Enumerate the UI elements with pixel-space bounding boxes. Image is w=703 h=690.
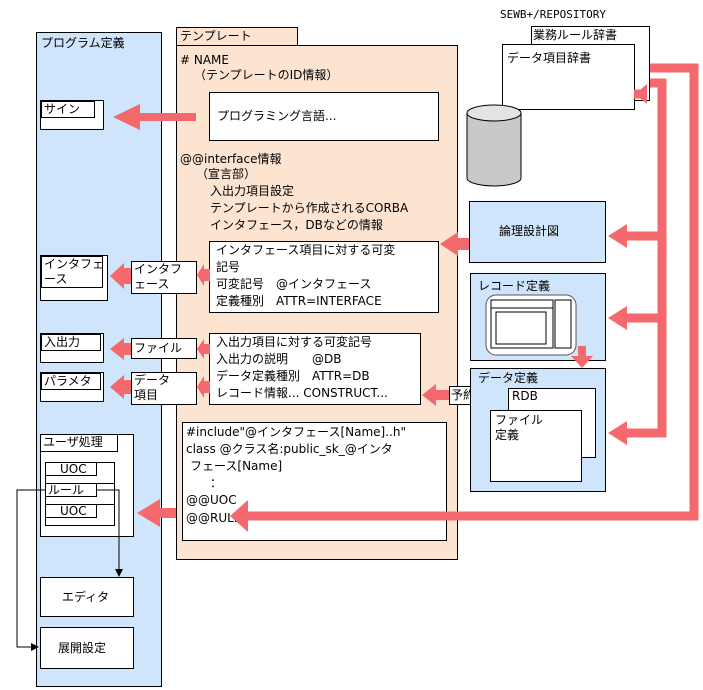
data-item-dict-box [502, 44, 635, 110]
file-def-box [490, 410, 582, 482]
rdb-label: RDB [512, 389, 538, 403]
deploy-box [40, 627, 134, 669]
arrow-interface-mid [110, 263, 131, 289]
param-item: パラメタ [40, 372, 104, 402]
arrow-data-item-mid [110, 375, 131, 399]
arrow-record-to-data [571, 346, 593, 368]
arrow-to-user-process [137, 499, 176, 527]
file-def-label-l2: 定義 [495, 428, 520, 442]
io-var-box [209, 333, 421, 405]
interface-var-line1: インタフェース項目に対する可変 [216, 243, 396, 257]
template-name-line1: # NAME [180, 53, 229, 67]
interface-mid-label [131, 261, 197, 294]
interface-info-line1: @@interface情報 [180, 152, 282, 166]
rule-label: ルール [48, 483, 85, 497]
arrow-into-data-def [608, 421, 627, 445]
code-line1: #include"@インタフェース[Name]..h" [186, 425, 406, 439]
interface-var-line2: 記号 [216, 260, 241, 274]
interface-info-line4: テンプレートから作成されるCORBA [210, 201, 409, 215]
interface-info-line3: 入出力項目設定 [210, 184, 295, 198]
arrow-to-interface-label [197, 264, 210, 286]
uoc1-label: UOC [60, 462, 87, 476]
user-process-tab [40, 434, 118, 452]
editor-label: エディタ [62, 590, 110, 604]
language-box-text: プログラミング言語... [217, 109, 337, 123]
arrow-to-file-label [197, 339, 210, 359]
arrow-data-dict [635, 84, 647, 104]
io-var-line2: 入出力の説明 @DB [216, 352, 342, 366]
interface-var-line3: 可変記号 @インタフェース [216, 277, 372, 291]
red-arrows [110, 84, 647, 532]
database-icon [466, 104, 522, 187]
program-definition-title: プログラム定義 [41, 36, 125, 50]
data-item-mid-label [131, 372, 197, 405]
logical-design-label: 論理設計図 [499, 224, 560, 238]
file-mid-label-text: ファイル [134, 341, 183, 355]
uoc2-tab [45, 504, 97, 518]
editor-box [40, 577, 134, 617]
io-var-line1: 入出力項目に対する可変記号 [216, 335, 373, 349]
rule-tab [45, 483, 97, 497]
io-var-line3: データ定義種別 ATTR=DB [216, 369, 370, 383]
code-box [182, 422, 447, 541]
arrow-to-data-item-label [197, 376, 210, 398]
code-line6: @@RULE [186, 511, 242, 525]
data-item-mid-label-l2: 項目 [134, 388, 159, 402]
business-rule-dict-label: 業務ルール辞書 [533, 28, 618, 42]
interface-label-l2: ース [44, 272, 68, 286]
uoc2-label: UOC [60, 504, 87, 518]
user-process-connectors [16, 489, 123, 651]
arrow-file-mid [110, 338, 131, 360]
user-process-label: ユーザ処理 [43, 435, 103, 449]
interface-var-line4: 定義種別 ATTR=INTERFACE [216, 294, 382, 308]
interface-info-line5: インタフェース，DBなどの情報 [210, 218, 383, 232]
file-def-label-l1: ファイル [495, 413, 544, 427]
arrow-reserved-word [422, 384, 449, 406]
uoc1-tab [45, 462, 97, 476]
interface-label: インタフェ ース [41, 256, 105, 288]
arrow-into-record-def [608, 306, 627, 330]
interface-mid-label-l2: ェース [134, 277, 170, 291]
io-label: 入出力 [41, 334, 101, 351]
record-window-icon [485, 294, 577, 356]
arrow-logical-to-interface [440, 232, 469, 256]
arrow-to-sign [113, 104, 196, 130]
interface-mid-label-l1: インタフ [134, 262, 183, 276]
io-var-line4: レコード情報... CONSTRUCT... [216, 386, 388, 400]
file-mid-label [131, 338, 197, 359]
io-item: 入出力 [40, 333, 104, 363]
repository-title: SEWB+/REPOSITORY [500, 8, 606, 21]
data-item-dict-label: データ項目辞書 [507, 51, 592, 65]
template-name-line2: （テンプレートのID情報） [194, 68, 339, 82]
data-item-mid-label-l1: データ [134, 373, 171, 387]
language-box [209, 92, 439, 141]
code-line5: @@UOC [186, 493, 237, 507]
sign-item: サイン [40, 100, 104, 130]
arrow-into-logical-design [608, 224, 627, 248]
arrow-into-rule [230, 500, 248, 532]
param-label: パラメタ [41, 373, 101, 390]
interface-info-line2: （宣言部） [196, 167, 257, 181]
interface-item: インタフェ ース [40, 255, 108, 301]
data-def-label: データ定義 [478, 371, 539, 385]
template-tab [176, 27, 298, 46]
logical-design-box [469, 201, 606, 263]
code-line3: フェース[Name] [190, 459, 283, 473]
sign-label: サイン [41, 101, 95, 118]
code-line4: ： [210, 476, 223, 490]
interface-label-l1: インタフェ [44, 257, 105, 271]
record-def-label: レコード定義 [478, 279, 551, 293]
template-tab-label: テンプレート [180, 29, 252, 43]
code-line2: class @クラス名:public_sk_@インタ [186, 442, 393, 456]
deploy-label: 展開設定 [58, 641, 107, 655]
